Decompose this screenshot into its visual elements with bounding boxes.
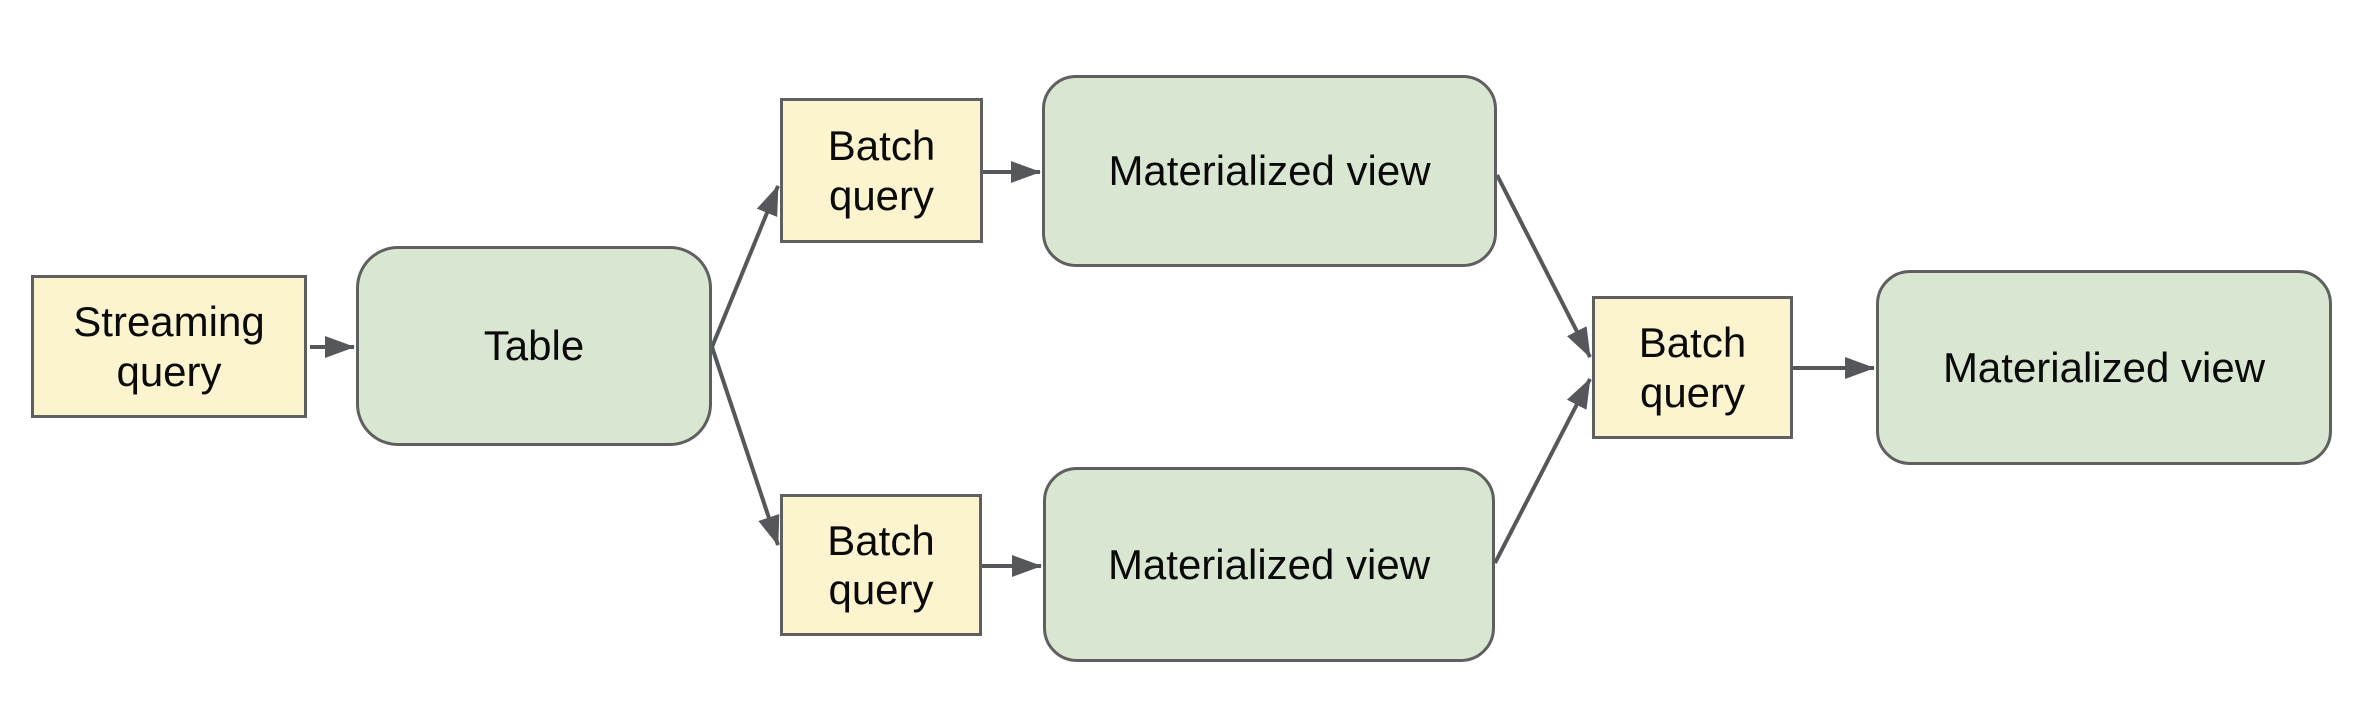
node-label: Materialized view: [1107, 540, 1431, 588]
node-label: Materialized view: [1108, 147, 1431, 195]
node-table: Table: [356, 246, 712, 446]
node-batch-query-right: Batch query: [1592, 296, 1793, 439]
node-label: Materialized view: [1942, 343, 2266, 391]
node-materialized-view-top: Materialized view: [1042, 75, 1497, 267]
edge-mat-view-bottom-to-batch-query-right: [1493, 378, 1592, 564]
node-materialized-view-right: Materialized view: [1876, 270, 2332, 465]
node-label: Batch query: [827, 516, 935, 613]
node-batch-query-top: Batch query: [780, 98, 983, 243]
node-materialized-view-bottom: Materialized view: [1043, 467, 1495, 662]
node-label: Batch query: [1638, 319, 1747, 416]
node-label: Streaming query: [73, 298, 265, 395]
edge-mat-view-top-to-batch-query-right: [1495, 174, 1592, 358]
node-label: Table: [483, 322, 585, 370]
edge-table-to-batch-query-top: [710, 185, 780, 348]
edge-table-to-batch-query-bottom: [710, 346, 780, 546]
node-streaming-query: Streaming query: [31, 275, 307, 418]
node-batch-query-bottom: Batch query: [780, 494, 982, 636]
node-label: Batch query: [827, 122, 936, 219]
